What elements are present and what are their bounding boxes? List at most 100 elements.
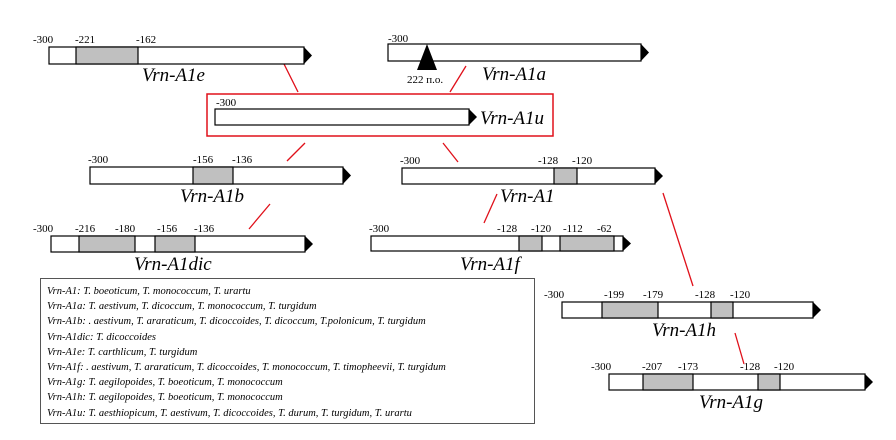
deletion-region — [757, 373, 781, 391]
species-legend: Vrn-A1: T. boeoticum, T. monococcum, T. … — [40, 278, 535, 424]
allele-label: Vrn-A1a — [482, 64, 546, 85]
position-mark: -162 — [136, 34, 156, 46]
legend-allele: Vrn-A1f — [47, 362, 81, 374]
position-mark: -62 — [597, 223, 612, 235]
construct-a1b: -300 -156 -136 Vrn-A1b — [88, 154, 351, 207]
position-mark: -300 — [544, 289, 565, 301]
position-mark: -180 — [115, 223, 136, 235]
legend-species: : T. aestivum, T. dicoccum, T. monococcu… — [82, 301, 317, 313]
deletion-region — [553, 167, 578, 185]
position-mark: -300 — [88, 154, 109, 166]
position-mark: -300 — [33, 223, 54, 235]
position-mark: -156 — [193, 154, 214, 166]
insertion-label: 222 п.о. — [407, 74, 443, 86]
construct-a1h: -300 -199 -179 -128 -120 Vrn-A1h — [544, 289, 821, 341]
link-a1u-a1b — [286, 142, 306, 162]
arrow-tip — [865, 374, 873, 390]
construct-a1a: -300 222 п.о. Vrn-A1a — [387, 33, 649, 86]
construct-a1u: -300 Vrn-A1u — [206, 93, 554, 137]
legend-allele: Vrn-A1 — [47, 286, 78, 297]
link-a1a-a1u — [449, 65, 467, 93]
position-mark: -128 — [497, 223, 518, 235]
legend-species: : T. aesthiopicum, T. aestivum, T. dicoc… — [82, 407, 412, 419]
highlight-box — [206, 93, 554, 137]
position-mark: -128 — [740, 361, 761, 373]
legend-species: : T. aegilopoides, T. boeoticum, T. mono… — [82, 392, 283, 404]
construct-a1e: -300 -221 -162 Vrn-A1e — [33, 34, 312, 86]
legend-species: : . aestivum, T. araraticum, T. dicoccoi… — [82, 316, 426, 328]
legend-species: : . aestivum, T. araraticum, T. dicoccoi… — [80, 362, 446, 374]
position-mark: -156 — [157, 223, 178, 235]
position-mark: -199 — [604, 289, 625, 301]
allele-label: Vrn-A1h — [652, 320, 716, 341]
position-mark: -207 — [642, 361, 663, 373]
link-a1h-a1g — [734, 332, 745, 365]
construct-a1g: -300 -207 -173 -128 -120 Vrn-A1g — [591, 361, 873, 413]
legend-allele: Vrn-A1h — [47, 392, 83, 404]
position-mark: -300 — [400, 155, 421, 167]
position-mark: -128 — [538, 155, 559, 167]
position-mark: -216 — [75, 223, 96, 235]
position-mark: -128 — [695, 289, 716, 301]
arrow-tip — [813, 302, 821, 318]
position-mark: -300 — [369, 223, 390, 235]
arrow-tip — [343, 167, 351, 184]
deletion-region — [518, 235, 543, 252]
legend-allele: Vrn-A1e — [47, 346, 82, 358]
link-a1-a1h — [662, 192, 694, 287]
link-a1-a1f — [483, 193, 498, 224]
legend-allele: Vrn-A1b — [47, 316, 83, 328]
deletion-region — [78, 235, 136, 253]
arrow-tip — [655, 168, 663, 184]
legend-row: Vrn-A1u: T. aesthiopicum, T. aestivum, T… — [47, 406, 534, 421]
legend-species: : T. aegilopoides, T. boeoticum, T. mono… — [82, 377, 283, 389]
legend-allele: Vrn-A1dic — [47, 331, 90, 343]
legend-row: Vrn-A1b: . aestivum, T. araraticum, T. d… — [47, 314, 534, 329]
legend-species: : T. boeoticum, T. monococcum, T. urartu — [77, 286, 251, 297]
position-mark: -120 — [774, 361, 795, 373]
deletion-region — [642, 373, 694, 391]
legend-allele: Vrn-A1a — [47, 301, 83, 313]
deletion-region — [710, 301, 734, 319]
position-mark: -112 — [563, 223, 583, 235]
allele-label: Vrn-A1u — [480, 108, 544, 129]
promoter-bar — [401, 167, 656, 185]
link-a1u-a1 — [442, 142, 459, 163]
position-mark: -179 — [643, 289, 664, 301]
position-mark: -221 — [75, 34, 95, 46]
allele-label: Vrn-A1f — [460, 254, 523, 275]
construct-a1f: -300 -128 -120 -112 -62 Vrn-A1f — [369, 223, 631, 275]
legend-row: Vrn-A1g: T. aegilopoides, T. boeoticum, … — [47, 375, 534, 390]
allele-label: Vrn-A1dic — [134, 254, 212, 275]
construct-a1: -300 -128 -120 Vrn-A1 — [400, 155, 663, 207]
legend-species: : T. carthlicum, T. turgidum — [81, 346, 198, 358]
legend-row: Vrn-A1a: T. aestivum, T. dicoccum, T. mo… — [47, 299, 534, 314]
allele-label: Vrn-A1b — [180, 186, 244, 207]
position-mark: -120 — [531, 223, 552, 235]
position-mark: -300 — [216, 97, 237, 109]
legend-allele: Vrn-A1g — [47, 377, 83, 389]
legend-row: Vrn-A1dic: T. dicoccoides — [47, 330, 534, 345]
position-mark: -300 — [388, 33, 409, 45]
legend-row: Vrn-A1: T. boeoticum, T. monococcum, T. … — [47, 284, 534, 299]
legend-species: : T. dicoccoides — [89, 331, 156, 343]
insertion-marker — [417, 44, 437, 70]
position-mark: -300 — [33, 34, 54, 46]
position-mark: -120 — [730, 289, 751, 301]
deletion-region — [154, 235, 196, 253]
deletion-region — [192, 166, 234, 185]
allele-label: Vrn-A1g — [699, 392, 763, 413]
link-a1e-a1u — [283, 63, 299, 93]
legend-row: Vrn-A1f: . aestivum, T. araraticum, T. d… — [47, 360, 534, 375]
deletion-region — [601, 301, 659, 319]
arrow-tip — [469, 109, 477, 125]
promoter-bar — [214, 108, 470, 126]
position-mark: -173 — [678, 361, 699, 373]
allele-label: Vrn-A1e — [142, 65, 205, 86]
legend-allele: Vrn-A1u — [47, 407, 83, 419]
arrow-tip — [641, 44, 649, 61]
legend-row: Vrn-A1h: T. aegilopoides, T. boeoticum, … — [47, 390, 534, 405]
arrow-tip — [305, 236, 313, 252]
position-mark: -136 — [194, 223, 215, 235]
